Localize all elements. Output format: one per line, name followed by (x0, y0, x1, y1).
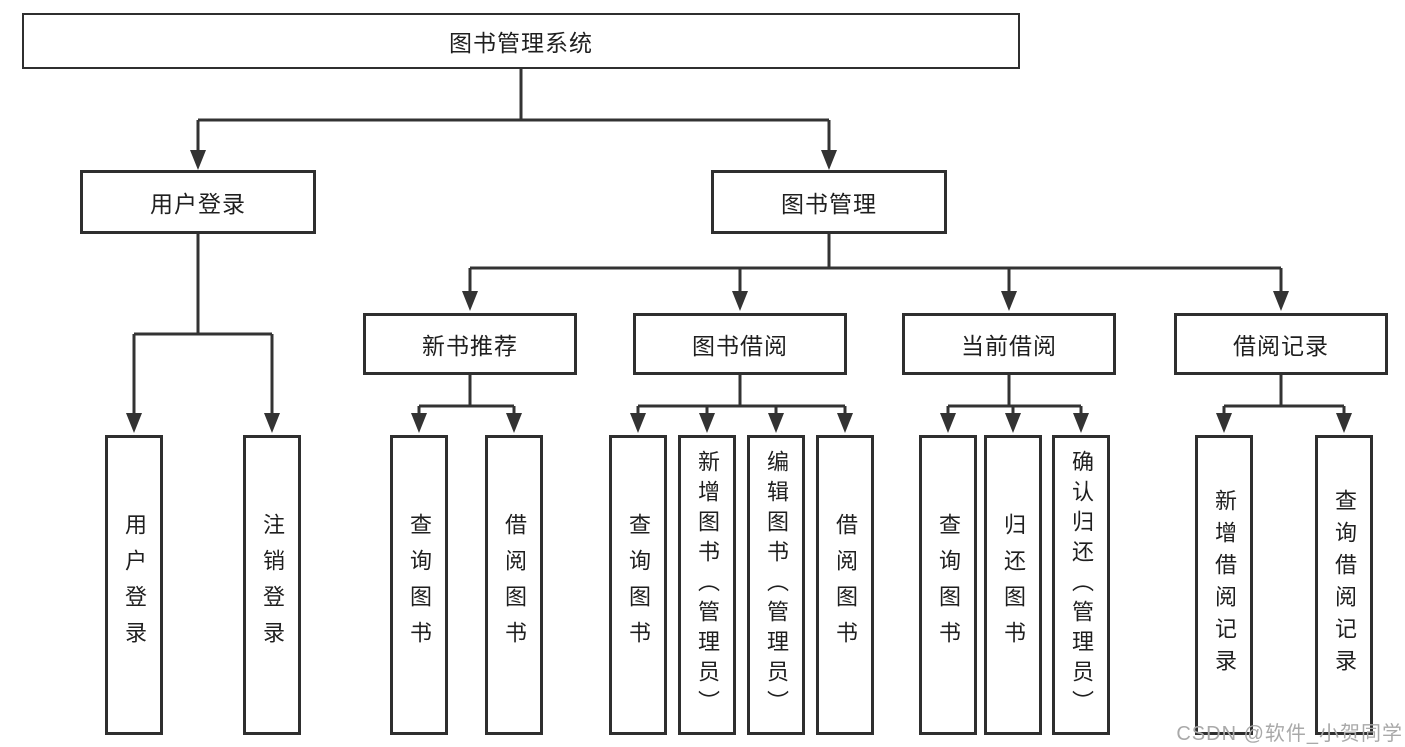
leaf-add-books-admin: 新增图书（管理员） (678, 435, 736, 735)
leaf-borrow-books-borrowing: 借阅图书 (816, 435, 874, 735)
leaf-user-login: 用户登录 (105, 435, 163, 735)
node-label: 新书推荐 (422, 333, 518, 359)
leaf-borrow-books-recommend: 借阅图书 (485, 435, 543, 735)
leaf-edit-books-admin: 编辑图书（管理员） (747, 435, 805, 735)
leaf-query-books-current: 查询图书 (919, 435, 977, 735)
node-label: 借阅记录 (1233, 333, 1329, 359)
node-book-borrowing: 图书借阅 (633, 313, 847, 375)
leaf-label: 新增借阅记录 (1212, 489, 1237, 681)
node-label: 图书借阅 (692, 333, 788, 359)
leaf-add-borrow-record: 新增借阅记录 (1195, 435, 1253, 735)
leaf-label: 查询借阅记录 (1332, 489, 1357, 681)
node-label: 图书管理 (781, 191, 877, 217)
node-label: 当前借阅 (961, 333, 1057, 359)
node-current-borrowing: 当前借阅 (902, 313, 1116, 375)
leaf-return-books: 归还图书 (984, 435, 1042, 735)
leaf-label: 编辑图书（管理员） (764, 450, 789, 720)
leaf-query-books-recommend: 查询图书 (390, 435, 448, 735)
leaf-label: 注销登录 (260, 513, 285, 657)
node-root-library-system: 图书管理系统 (22, 13, 1020, 69)
leaf-label: 借阅图书 (502, 513, 527, 657)
leaf-label: 确认归还（管理员） (1069, 450, 1094, 720)
leaf-label: 查询图书 (936, 513, 961, 657)
node-user-login: 用户登录 (80, 170, 316, 234)
node-book-management: 图书管理 (711, 170, 947, 234)
leaf-logout: 注销登录 (243, 435, 301, 735)
leaf-label: 借阅图书 (833, 513, 858, 657)
watermark-text: CSDN @软件_小贺同学 (1176, 723, 1403, 745)
leaf-query-borrow-record: 查询借阅记录 (1315, 435, 1373, 735)
node-borrowing-records: 借阅记录 (1174, 313, 1388, 375)
node-label: 图书管理系统 (449, 30, 593, 56)
leaf-query-books-borrowing: 查询图书 (609, 435, 667, 735)
leaf-label: 用户登录 (122, 513, 147, 657)
leaf-label: 查询图书 (407, 513, 432, 657)
leaf-label: 归还图书 (1001, 513, 1026, 657)
node-new-book-recommendation: 新书推荐 (363, 313, 577, 375)
node-label: 用户登录 (150, 191, 246, 217)
leaf-label: 查询图书 (626, 513, 651, 657)
leaf-label: 新增图书（管理员） (695, 450, 720, 720)
leaf-confirm-return-admin: 确认归还（管理员） (1052, 435, 1110, 735)
